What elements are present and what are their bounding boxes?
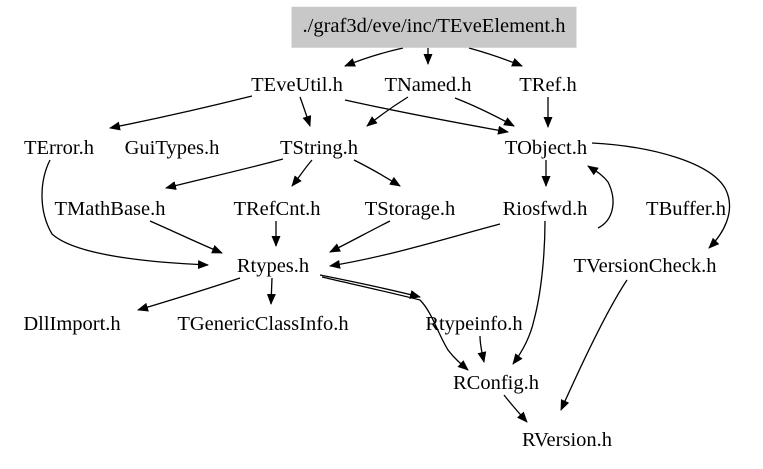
node-rversion[interactable]: RVersion.h (521, 428, 613, 451)
node-rconfig[interactable]: RConfig.h (453, 371, 539, 394)
edge-Riosfwd-to-Rtypes (329, 223, 501, 269)
edge-TVersionCheck-to-RVersion (560, 279, 628, 411)
node-tgenericclassinfo[interactable]: TGenericClassInfo.h (177, 312, 349, 335)
node-teveutil[interactable]: TEveUtil.h (251, 73, 343, 96)
node-tversioncheck[interactable]: TVersionCheck.h (573, 254, 717, 277)
edge-root-to-TRef (468, 47, 523, 67)
node-terror[interactable]: TError.h (23, 136, 95, 159)
edge-Rtypes-to-Rtypeinfo (319, 274, 421, 299)
node-rtypes[interactable]: Rtypes.h (236, 254, 310, 277)
node-tbuffer[interactable]: TBuffer.h (646, 197, 726, 220)
node-tstring[interactable]: TString.h (279, 136, 359, 159)
edge-TNamed-to-TObject (454, 97, 515, 127)
node-trefcnt[interactable]: TRefCnt.h (233, 197, 321, 220)
edge-TStorage-to-Rtypes (329, 220, 391, 253)
edge-TString-to-TRefCnt (291, 159, 313, 187)
node-root[interactable]: ./graf3d/eve/inc/TEveElement.h (291, 6, 577, 48)
node-rtypeinfo[interactable]: Rtypeinfo.h (425, 312, 523, 335)
edge-Rtypeinfo-to-RConfig (477, 335, 487, 363)
edge-TString-to-TMathBase (165, 158, 284, 190)
node-tmathbase[interactable]: TMathBase.h (54, 197, 166, 220)
edge-Rtypes-to-TGenericClassInfo (266, 277, 276, 305)
edge-root-to-TEveUtil (344, 47, 404, 67)
edge-RConfig-to-RVersion (503, 394, 528, 423)
node-tobject[interactable]: TObject.h (504, 136, 588, 159)
edge-TNamed-to-TString (366, 96, 409, 127)
edge-TEveUtil-to-GuiTypes (109, 95, 253, 131)
edge-TMathBase-to-Rtypes (149, 220, 223, 254)
node-tstorage[interactable]: TStorage.h (364, 197, 456, 220)
node-tref[interactable]: TRef.h (519, 73, 577, 96)
edge-Rtypes-to-DllImport (137, 277, 241, 312)
node-dllimport[interactable]: DllImport.h (23, 312, 121, 335)
edge-TEveUtil-to-TObject (344, 99, 509, 135)
edge-Riosfwd-to-RConfig (512, 220, 546, 365)
node-tnamed[interactable]: TNamed.h (384, 73, 472, 96)
edge-TObject-to-TBuffer (587, 165, 614, 229)
node-riosfwd[interactable]: Riosfwd.h (502, 197, 588, 220)
edge-TObject-to-TVersionCheck (591, 142, 731, 249)
edge-TEveUtil-to-TString (299, 96, 312, 127)
edge-TString-to-TStorage (353, 159, 401, 187)
node-guitypes[interactable]: GuiTypes.h (124, 136, 220, 159)
